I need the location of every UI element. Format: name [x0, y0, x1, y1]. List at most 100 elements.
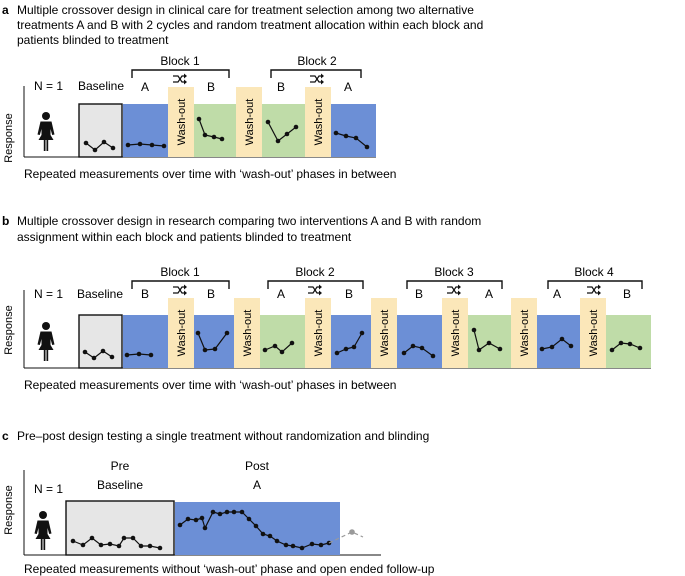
person-icon	[37, 322, 55, 361]
washout-label: Wash-out	[176, 310, 188, 357]
washout-label: Wash-out	[244, 99, 256, 146]
panel-a-baseline-label: Baseline	[78, 79, 124, 93]
phase-points	[196, 116, 225, 142]
block-first-treatment: B	[141, 287, 149, 301]
panel-b-title-line1: Multiple crossover design in research co…	[17, 214, 481, 228]
block-first-treatment: B	[277, 80, 285, 94]
block-first-treatment: A	[277, 287, 285, 301]
washout-label: Wash-out	[242, 310, 254, 357]
washout-phase	[580, 298, 606, 368]
followup-point	[349, 529, 355, 535]
phase-B	[397, 315, 442, 368]
phase-series	[403, 345, 434, 357]
block-label: Block 2	[295, 265, 335, 279]
person-icon	[37, 112, 55, 151]
phase-points	[265, 119, 299, 144]
block-bracket	[131, 69, 230, 78]
block-first-treatment: A	[141, 80, 149, 94]
panel-c-pre-label: Pre	[111, 459, 130, 473]
block-second-treatment: B	[345, 287, 353, 301]
phase-B	[331, 315, 371, 368]
panel-c-letter: c	[2, 429, 9, 443]
treatment-points	[177, 509, 332, 551]
phase-series	[611, 342, 641, 351]
phase-B	[194, 315, 234, 368]
washout-label: Wash-out	[519, 310, 531, 357]
washout-phase	[305, 87, 331, 157]
block-first-treatment: B	[415, 287, 423, 301]
washout-label: Wash-out	[176, 99, 188, 146]
phase-points	[125, 141, 167, 149]
washout-label: Wash-out	[588, 310, 600, 357]
baseline-points	[70, 535, 163, 551]
washout-phase	[442, 298, 468, 368]
phase-series	[198, 118, 223, 140]
baseline-phase	[78, 103, 123, 158]
panel-c-ylabel: Response	[3, 485, 15, 535]
panel-a-letter: a	[2, 3, 9, 17]
panel-b-ylabel: Response	[3, 305, 15, 355]
block-label: Block 2	[297, 54, 337, 68]
panel-a-ylabel: Response	[3, 113, 15, 163]
phase-points	[262, 340, 295, 355]
block-bracket	[547, 280, 643, 289]
washout-phase	[168, 87, 194, 157]
phase-points	[333, 130, 370, 150]
block-bracket	[131, 280, 230, 289]
block-label: Block 3	[434, 265, 474, 279]
phase-B	[262, 104, 305, 157]
block-bracket	[267, 280, 364, 289]
shuffle-icon	[172, 72, 188, 86]
phase-points	[609, 340, 643, 353]
shuffle-icon	[309, 72, 325, 86]
block-second-treatment: A	[344, 80, 352, 94]
shuffle-icon	[446, 283, 462, 297]
washout-label: Wash-out	[450, 310, 462, 357]
panel-c-n-label: N = 1	[34, 482, 63, 496]
baseline-series	[84, 350, 113, 359]
panel-b-letter: b	[2, 214, 9, 228]
phase-A	[331, 104, 376, 157]
block-bracket	[270, 69, 362, 78]
shuffle-icon	[586, 283, 602, 297]
phase-points	[195, 330, 230, 353]
baseline-points	[82, 348, 115, 361]
washout-phase	[371, 298, 397, 368]
phase-points	[334, 330, 365, 356]
panel-c-treatment-label: A	[253, 478, 261, 492]
phase-series	[197, 332, 228, 351]
washout-phase	[234, 298, 260, 368]
block-label: Block 1	[160, 265, 200, 279]
block-bracket	[406, 280, 503, 289]
block-second-treatment: B	[207, 80, 215, 94]
phase-B	[194, 104, 236, 157]
washout-phase	[236, 87, 262, 157]
panel-a-title-line3: patients blinded to treatment	[17, 33, 169, 47]
shuffle-icon	[307, 283, 323, 297]
panel-a-n-label: N = 1	[34, 79, 63, 93]
phase-series	[264, 342, 293, 353]
phase-points	[124, 351, 154, 358]
shuffle-icon	[172, 283, 188, 297]
phase-series	[336, 332, 363, 354]
washout-label: Wash-out	[379, 310, 391, 357]
panel-a-title-line2: treatments A and B with 2 cycles and ran…	[17, 18, 483, 32]
phase-series	[473, 329, 501, 351]
panel-c: c Pre–post design testing a single treat…	[2, 429, 435, 576]
block-first-treatment: A	[553, 287, 561, 301]
washout-label: Wash-out	[313, 99, 325, 146]
phase-points	[539, 336, 574, 352]
panel-c-title-line1: Pre–post design testing a single treatme…	[17, 429, 429, 443]
phase-series	[267, 121, 297, 142]
panel-b-title-line2: assignment within each block and patient…	[17, 230, 352, 244]
followup-series	[328, 531, 364, 544]
panel-b: b Multiple crossover design in research …	[2, 214, 651, 392]
panel-a: a Multiple crossover design in clinical …	[2, 3, 483, 181]
washout-label: Wash-out	[313, 310, 325, 357]
phase-B	[123, 315, 168, 368]
washout-phase	[305, 298, 331, 368]
phase-series	[127, 143, 165, 147]
panel-c-baseline-label: Baseline	[97, 478, 143, 492]
panel-c-caption: Repeated measurements without ‘wash-out’…	[24, 562, 435, 576]
